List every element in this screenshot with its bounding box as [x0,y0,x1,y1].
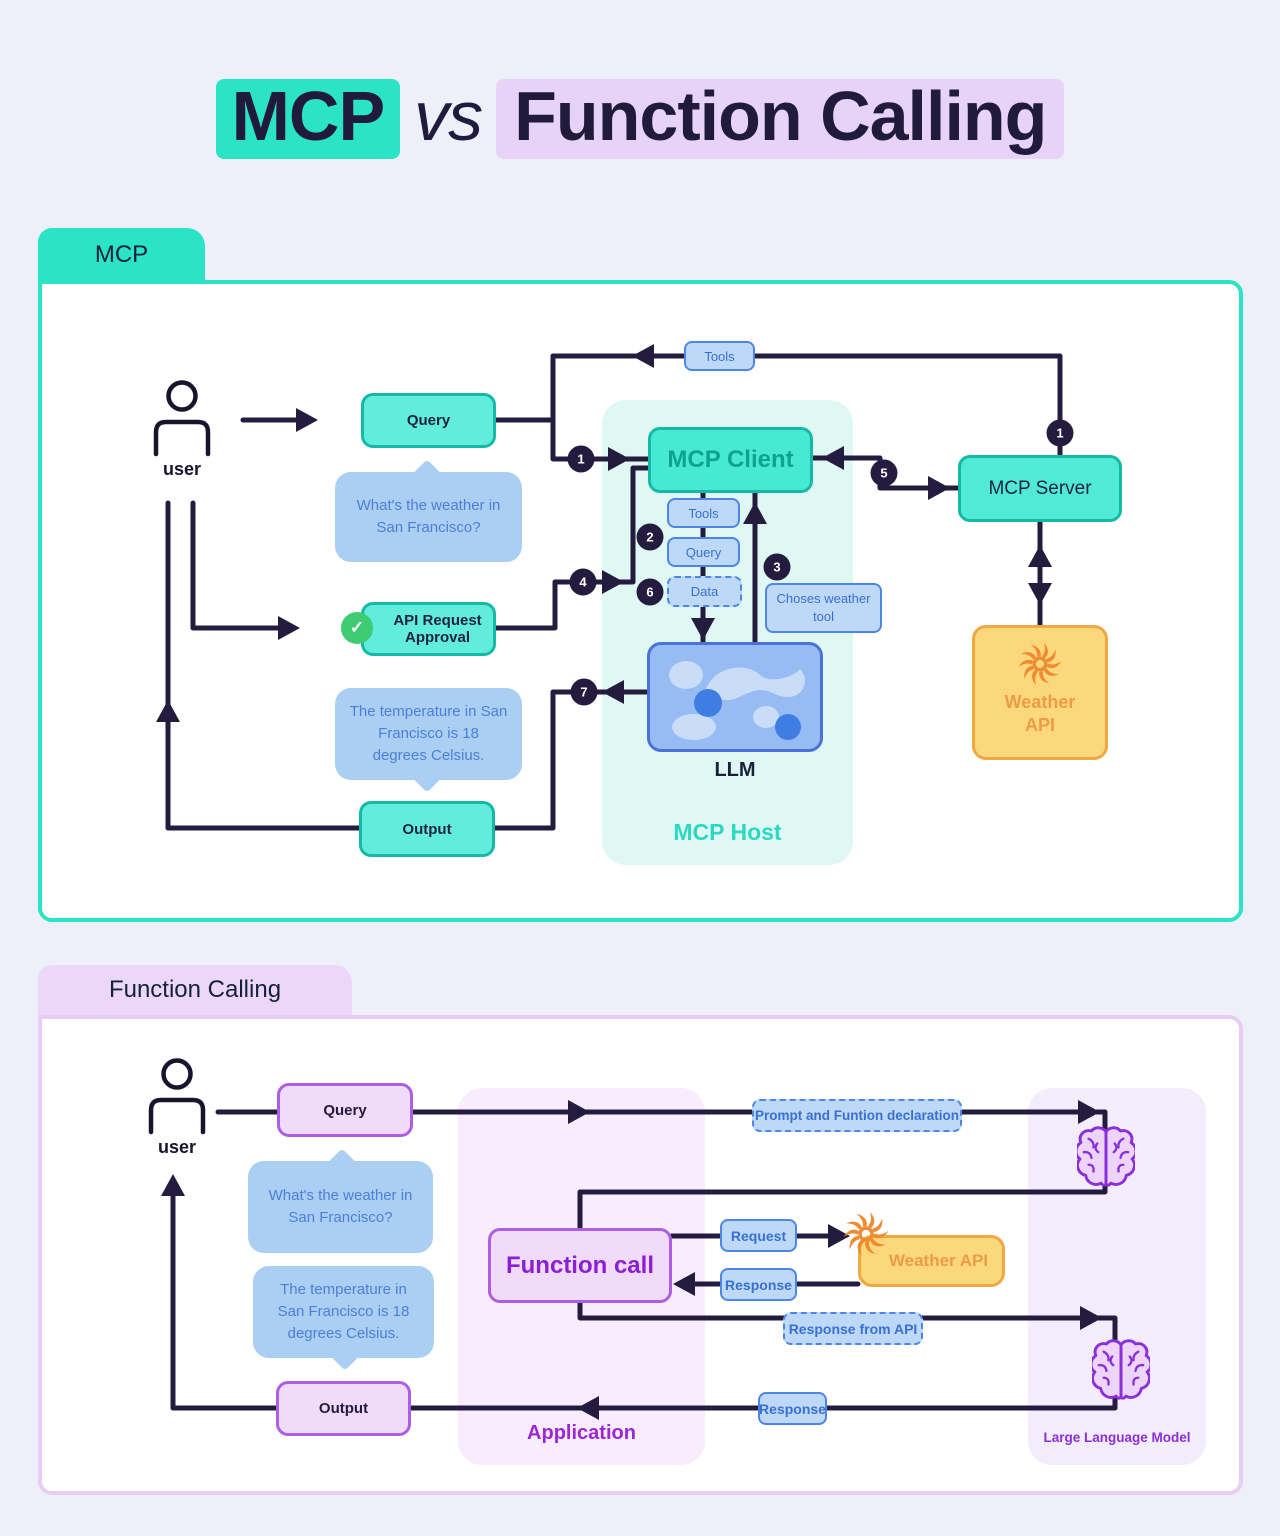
neural-pattern-icon [669,661,805,740]
mcp-choses-weather-tool-node: Choses weather tool [765,583,882,633]
fc-response-node: Response [720,1268,797,1301]
llm-neural-box [647,642,823,752]
step-badge-1-server: 1 [1046,419,1074,447]
fc-answer-bubble: The temperature in San Francisco is 18 d… [253,1266,434,1371]
user-icon [150,380,214,458]
user-label: user [157,1136,197,1157]
brain-icon [1092,1338,1150,1404]
fc-output-node: Output [276,1381,411,1436]
fc-prompt-declaration-node: Prompt and Funtion declaration [752,1099,962,1132]
fc-function-call-node: Function call [488,1228,672,1303]
mcp-host-label: MCP Host [673,818,782,845]
step-badge-7: 7 [570,678,598,706]
mcp-client-node: MCP Client [648,427,813,493]
weather-api-label: Weather API [1004,692,1076,736]
step-badge-3: 3 [763,553,791,581]
large-language-model-label: Large Language Model [1043,1429,1191,1445]
step-badge-5: 5 [870,459,898,487]
mcp-query-node: Query [361,393,496,448]
fc-query-node: Query [277,1083,413,1137]
user-icon [145,1058,209,1136]
mcp-panel-tab: MCP [38,228,205,282]
step-badge-6: 6 [636,578,664,606]
fc-question-bubble: What's the weather in San Francisco? [248,1148,433,1253]
user-label: user [162,458,202,479]
title-vs: vs [414,77,483,155]
mcp-data-node: Data [667,576,742,607]
llm-label: LLM [714,758,756,781]
mcp-question-bubble: What's the weather in San Francisco? [335,459,522,562]
step-badge-2: 2 [636,523,664,551]
mcp-query-small-node: Query [667,537,740,567]
sun-icon [1017,641,1063,687]
mcp-server-node: MCP Server [958,455,1122,522]
function-calling-panel-tab: Function Calling [38,965,352,1015]
mcp-tab-label: MCP [94,241,149,268]
application-label: Application [527,1421,636,1444]
mcp-output-node: Output [359,801,495,857]
step-badge-1: 1 [567,445,595,473]
brain-icon [1077,1126,1135,1190]
mcp-api-request-approval-node: API Request Approval [361,602,496,656]
mcp-weather-api-node: Weather API [972,625,1108,760]
step-badge-4: 4 [569,568,597,596]
check-icon: ✓ [341,612,373,644]
mcp-tools-small-node: Tools [667,498,740,528]
sun-icon [842,1210,890,1258]
title-function-calling-highlight: Function Calling [496,79,1065,159]
mcp-answer-bubble: The temperature in San Francisco is 18 d… [335,688,522,793]
title-mcp-highlight: MCP [215,79,401,159]
mcp-tools-top-node: Tools [684,341,755,371]
fc-request-node: Request [720,1219,797,1252]
function-calling-tab-label: Function Calling [108,976,282,1003]
fc-response-from-api-node: Response from API [783,1312,923,1345]
fc-response-bottom-node: Response [758,1392,827,1425]
